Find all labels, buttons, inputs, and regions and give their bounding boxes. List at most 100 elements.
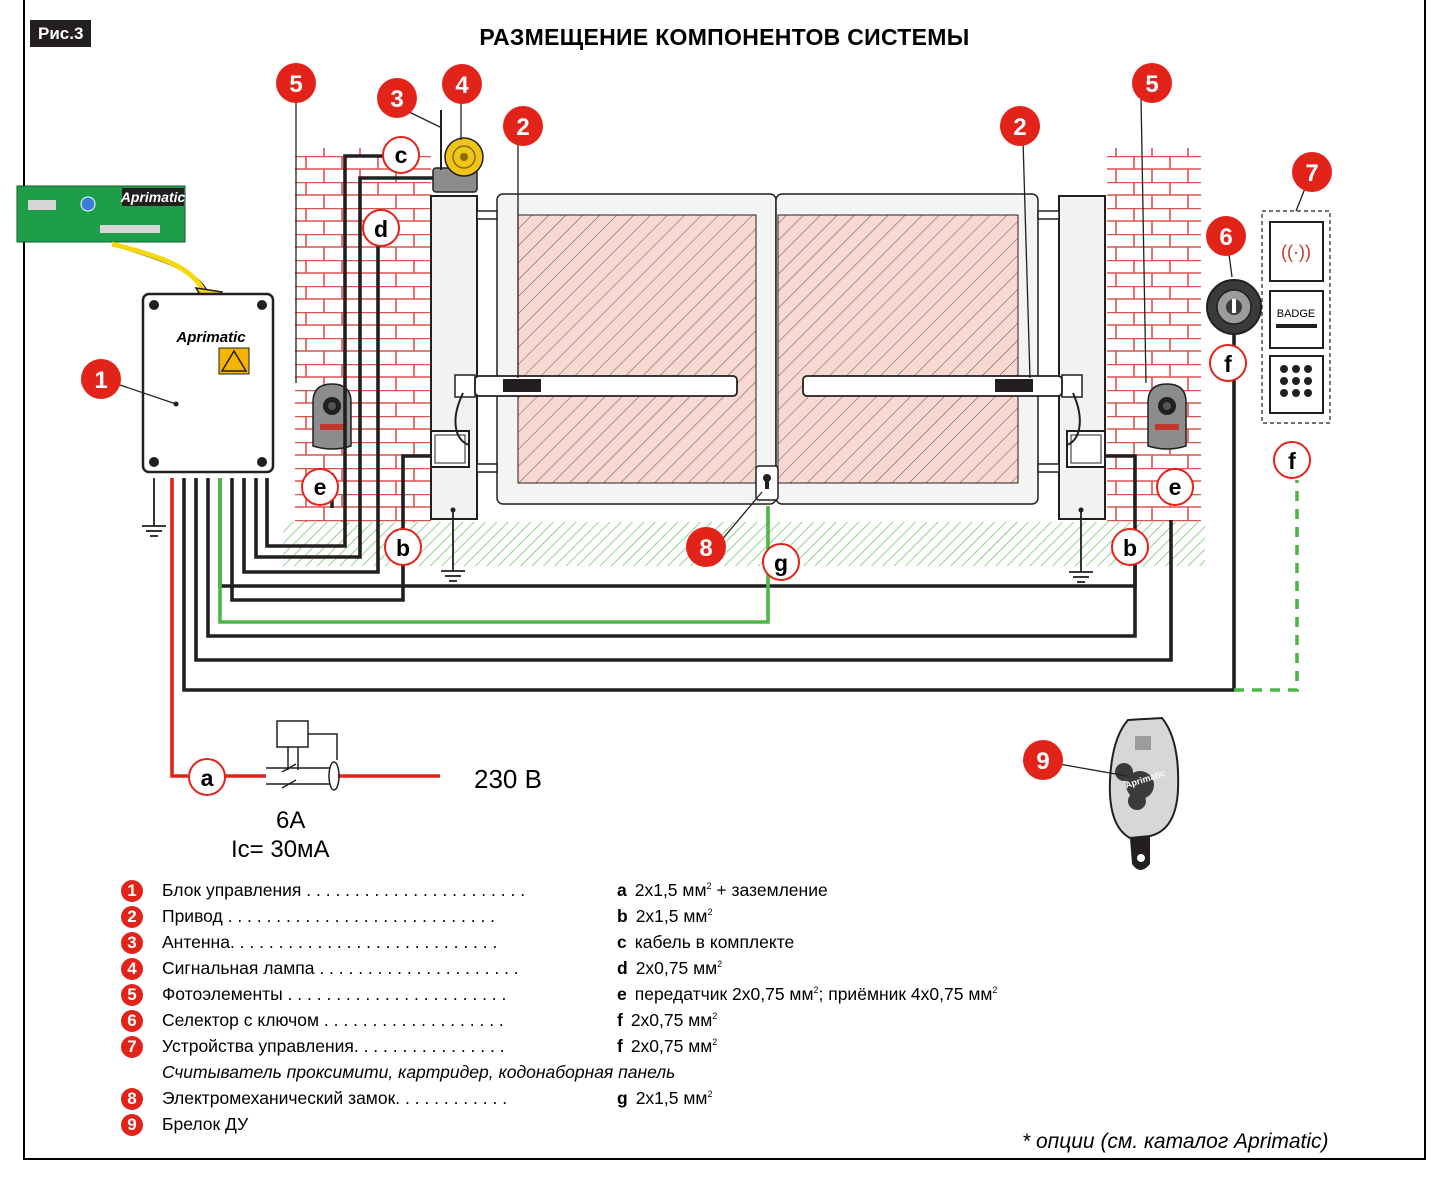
legend-row: 7 Устройства управления. . . . . . . . .… xyxy=(121,1033,1221,1059)
ground-icon xyxy=(142,478,1093,583)
legend: 1 Блок управления . . . . . . . . . . . … xyxy=(121,877,1221,1137)
cable-label-c: c xyxy=(382,136,420,174)
legend-number: 7 xyxy=(121,1036,143,1058)
legend-name: Блок управления . . . . . . . . . . . . … xyxy=(162,880,526,900)
actuator-right xyxy=(802,374,1083,398)
proximity-reader: ((·)) xyxy=(1269,221,1324,282)
legend-note: Считыватель проксимити, картридер, кодон… xyxy=(162,1062,676,1082)
photocell-left xyxy=(312,383,352,450)
gate-panel-right xyxy=(777,214,1019,484)
photocell-right xyxy=(1147,383,1187,450)
legend-number: 9 xyxy=(121,1114,143,1136)
legend-number: 5 xyxy=(121,984,143,1006)
keypad xyxy=(1269,355,1324,414)
footnote: * опции (см. каталог Aprimatic) xyxy=(1022,1130,1329,1153)
cable-label-a: a xyxy=(188,758,226,796)
voltage-label: 230 В xyxy=(474,764,542,794)
control-unit-logo: Aprimatic xyxy=(175,329,246,346)
svg-text:((·)): ((·)) xyxy=(1281,242,1311,262)
ground-strip xyxy=(283,522,1205,566)
legend-name: Селектор с ключом . . . . . . . . . . . … xyxy=(162,1010,504,1030)
leader-lines xyxy=(119,95,1307,777)
svg-text:d: d xyxy=(374,216,388,242)
svg-text:c: c xyxy=(395,142,408,168)
leakage-current: Ic= 30мА xyxy=(231,836,330,863)
cable-label-e-left: e xyxy=(301,468,339,506)
figure-frame xyxy=(23,0,1426,1160)
junction-box-left xyxy=(430,430,470,468)
figure-label: Рис.3 xyxy=(30,20,92,47)
cable-red xyxy=(170,478,440,778)
cable-green-dashed xyxy=(1234,480,1299,692)
control-unit: Aprimatic xyxy=(141,292,275,474)
svg-text:a: a xyxy=(201,765,214,791)
breaker-rating: 6A xyxy=(276,807,305,834)
svg-text:e: e xyxy=(1169,474,1182,500)
junction-box-right xyxy=(1066,430,1106,468)
right-brick-wall xyxy=(1107,148,1201,522)
legend-row: 5 Фотоэлементы . . . . . . . . . . . . .… xyxy=(121,981,1221,1007)
legend-name: Брелок ДУ xyxy=(162,1114,249,1134)
figure-title: РАЗМЕЩЕНИЕ КОМПОНЕНТОВ СИСТЕМЫ xyxy=(479,24,970,50)
board-logo: Aprimatic xyxy=(120,189,186,205)
svg-text:g: g xyxy=(774,550,788,576)
gate-panel-left xyxy=(517,214,757,484)
svg-text:2: 2 xyxy=(1013,114,1026,141)
svg-text:5: 5 xyxy=(289,71,302,98)
svg-text:3: 3 xyxy=(390,86,403,113)
legend-name: Электромеханический замок. . . . . . . .… xyxy=(162,1088,508,1108)
marker-9: 9 xyxy=(1023,740,1063,780)
legend-number: 3 xyxy=(121,932,143,954)
legend-number: 8 xyxy=(121,1088,143,1110)
badge-reader-label: BADGE xyxy=(1277,308,1316,320)
marker-8: 8 xyxy=(686,527,726,567)
circuit-breaker xyxy=(266,720,340,791)
gate-hinges xyxy=(476,210,1060,473)
badge-reader: BADGE xyxy=(1269,290,1324,349)
svg-text:1: 1 xyxy=(94,367,107,394)
electric-lock xyxy=(755,465,779,501)
cable-label-g: g xyxy=(762,543,800,581)
left-brick-wall xyxy=(295,148,431,522)
svg-text:e: e xyxy=(314,474,327,500)
marker-5-left: 5 xyxy=(276,63,316,103)
svg-text:b: b xyxy=(396,535,410,561)
marker-2-left: 2 xyxy=(503,106,543,146)
right-pillar xyxy=(1058,195,1106,520)
svg-text:4: 4 xyxy=(455,72,469,99)
cable-label-f-selector: f xyxy=(1209,344,1247,382)
svg-text:5: 5 xyxy=(1145,71,1158,98)
legend-note-row: Считыватель проксимити, картридер, кодон… xyxy=(121,1059,1221,1085)
marker-1: 1 xyxy=(81,359,121,399)
cable-label-b-right: b xyxy=(1111,528,1149,566)
cable-label-e-right: e xyxy=(1156,468,1194,506)
marker-3: 3 xyxy=(377,78,417,118)
svg-text:b: b xyxy=(1123,535,1137,561)
legend-row: 8 Электромеханический замок. . . . . . .… xyxy=(121,1085,1221,1111)
legend-number: 2 xyxy=(121,906,143,928)
signal-lamp xyxy=(432,137,484,193)
svg-text:2: 2 xyxy=(516,114,529,141)
key-selector xyxy=(1206,279,1262,335)
left-pillar xyxy=(430,195,478,520)
actuator-left xyxy=(454,374,738,398)
legend-name: Антенна. . . . . . . . . . . . . . . . .… xyxy=(162,932,498,952)
marker-6: 6 xyxy=(1206,216,1246,256)
svg-text:f: f xyxy=(1224,351,1232,377)
legend-name: Привод . . . . . . . . . . . . . . . . .… xyxy=(162,906,496,926)
marker-2-right: 2 xyxy=(1000,106,1040,146)
legend-number: 1 xyxy=(121,880,143,902)
marker-7: 7 xyxy=(1292,152,1332,192)
legend-row: 2 Привод . . . . . . . . . . . . . . . .… xyxy=(121,903,1221,929)
legend-number: 6 xyxy=(121,1010,143,1032)
marker-4: 4 xyxy=(442,64,482,104)
svg-text:9: 9 xyxy=(1036,748,1049,775)
svg-text:8: 8 xyxy=(699,535,712,562)
warning-icon xyxy=(220,349,248,372)
